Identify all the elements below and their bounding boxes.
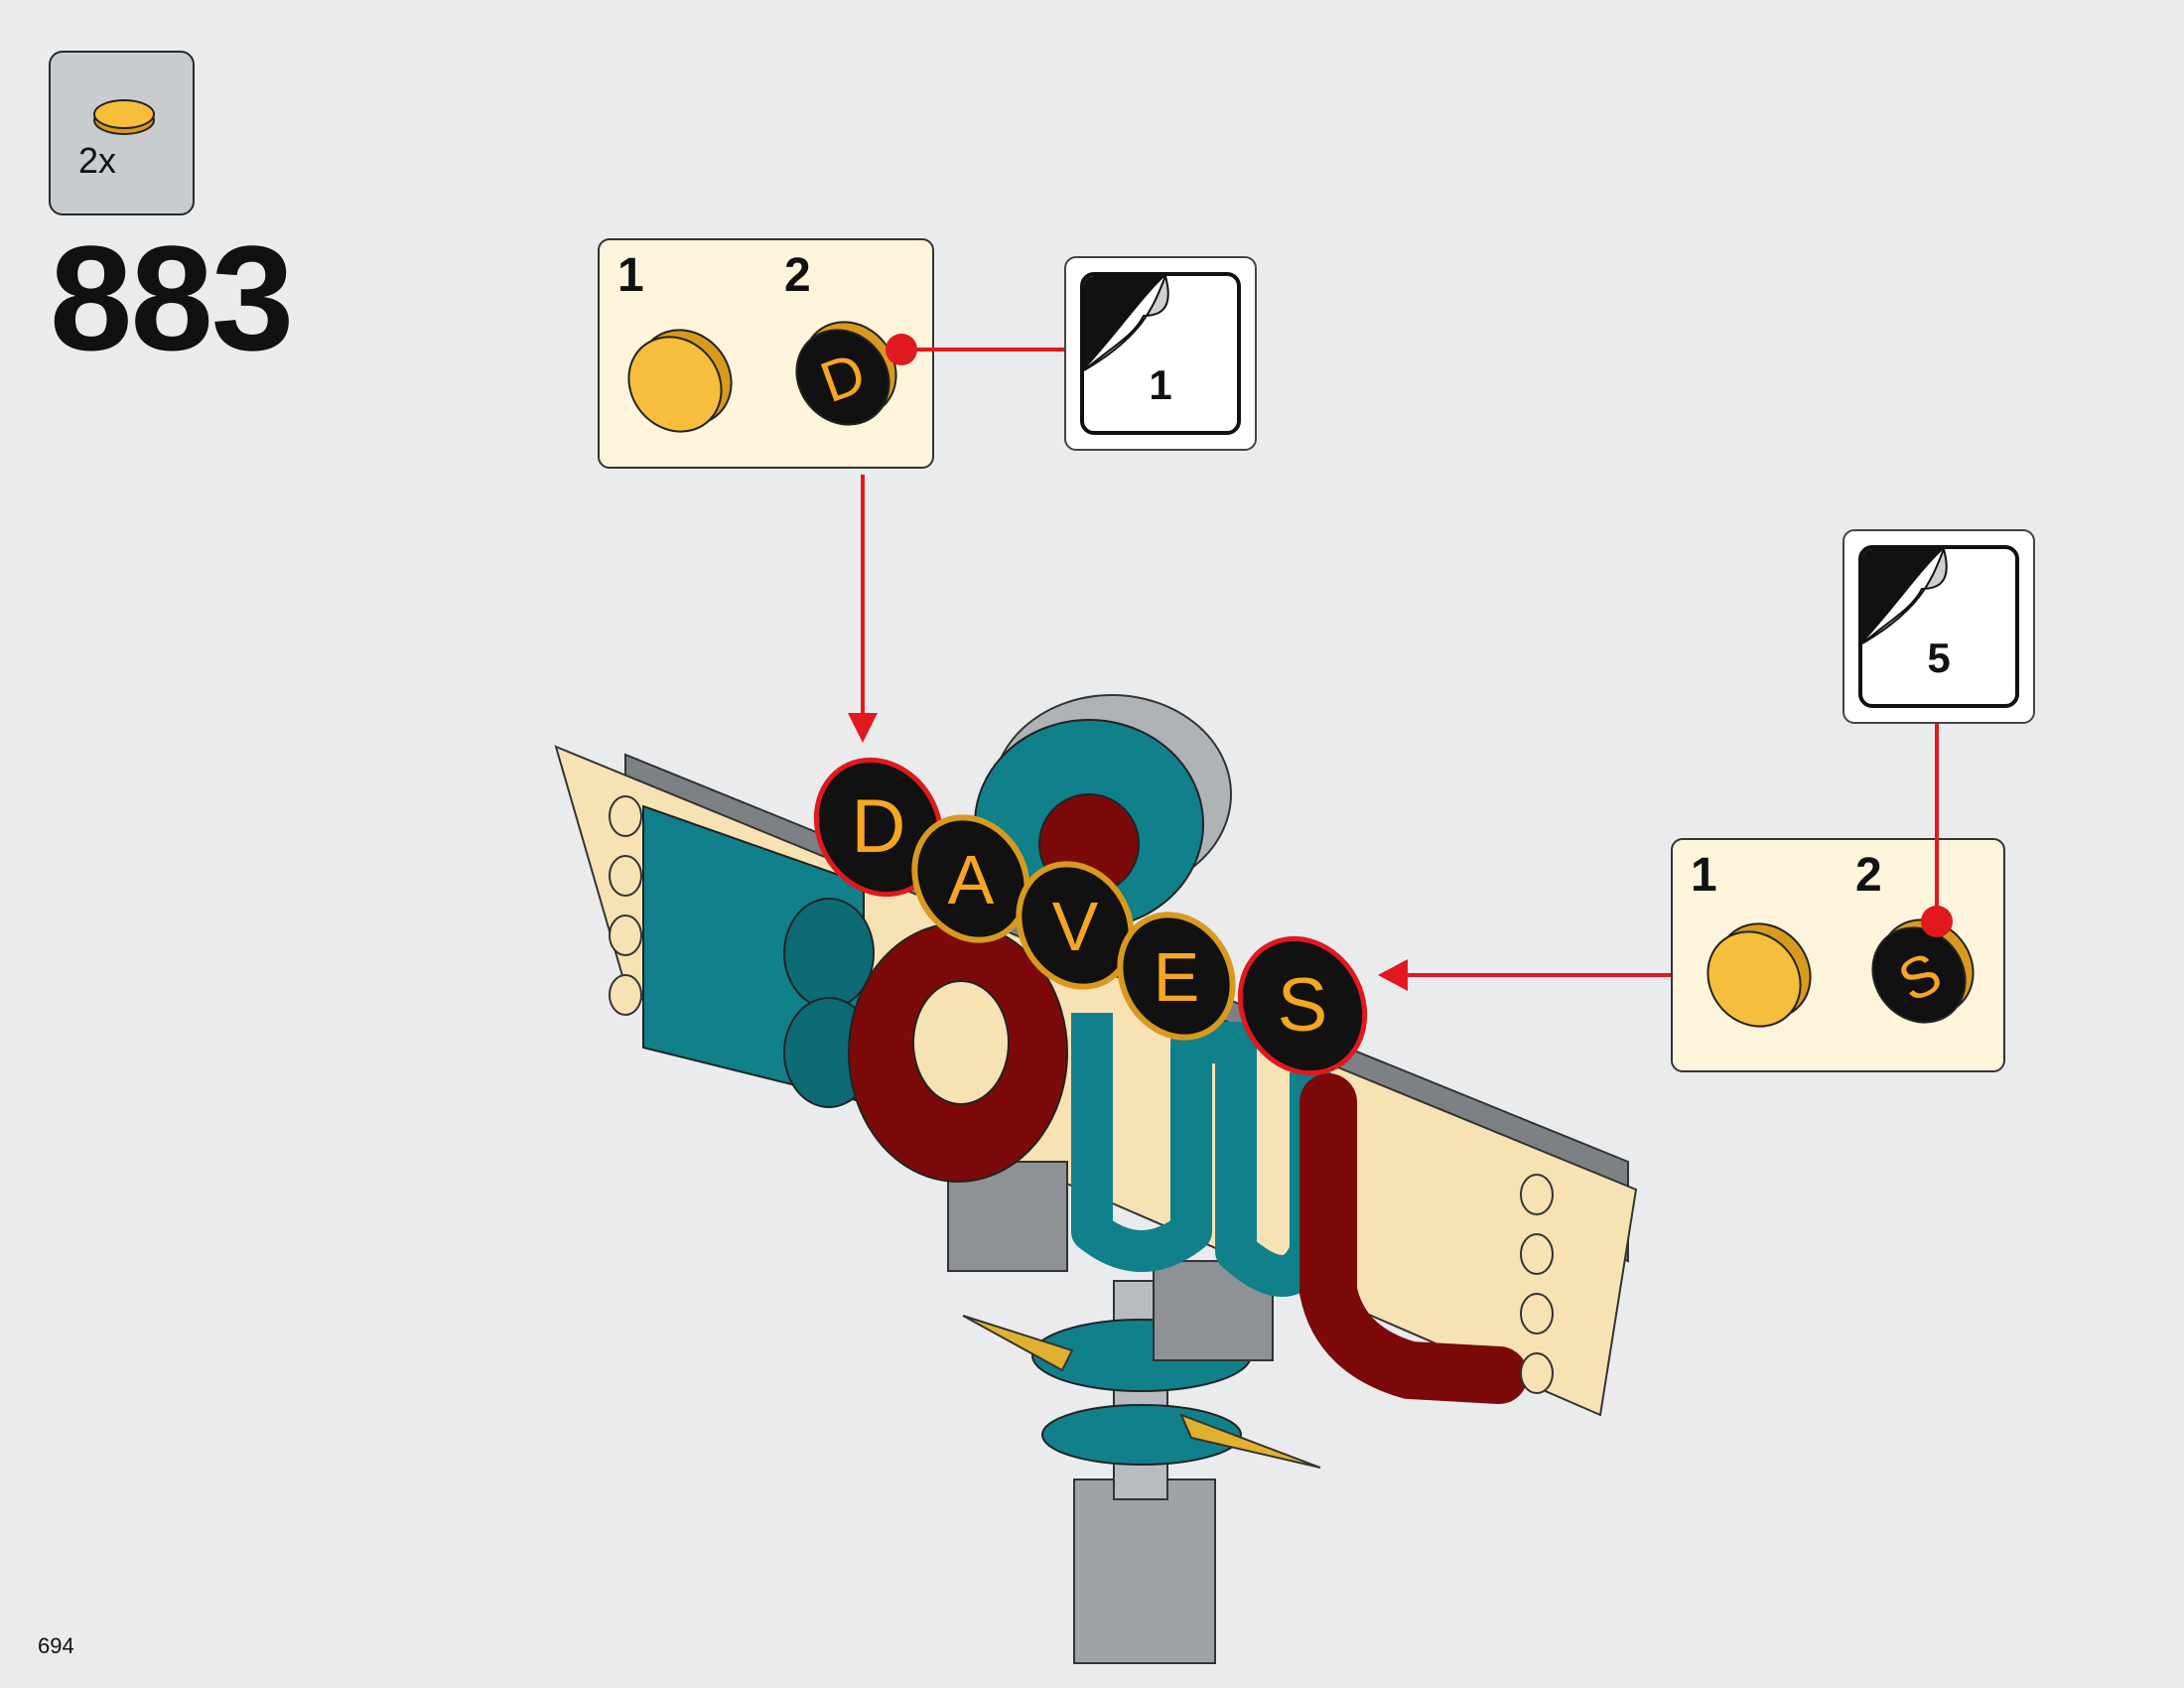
sticker-peel-icon xyxy=(1084,276,1169,371)
svg-text:E: E xyxy=(1154,938,1200,1016)
sub-step-1: 1 xyxy=(1691,849,1717,902)
plain-yellow-tile xyxy=(627,329,733,433)
panel-studs-left xyxy=(609,795,642,1016)
leader-lines xyxy=(848,334,1953,991)
letter-l-red xyxy=(1299,1073,1528,1404)
arrow-left-icon xyxy=(1378,959,1408,991)
tile-illustrations: S xyxy=(1706,918,1975,1028)
svg-text:A: A xyxy=(948,841,995,918)
tile-d: D xyxy=(813,757,944,898)
sub-step-2: 2 xyxy=(1855,849,1882,902)
part-quantity: 2x xyxy=(78,140,117,181)
panel-studs-right xyxy=(1520,1174,1554,1394)
printed-s-tile: S xyxy=(1871,918,1975,1024)
sticker-number: 1 xyxy=(1149,361,1172,408)
sign-pole xyxy=(962,1280,1321,1664)
sub-assembly-callout-right: 1 2 S xyxy=(1671,838,2005,1072)
sticker-peel-icon xyxy=(1862,549,1948,644)
sub-assembly-callout-top: 1 2 D xyxy=(598,238,934,469)
tile-v: V xyxy=(1016,861,1135,990)
tile-s: S xyxy=(1237,935,1368,1076)
arrow-down-icon xyxy=(848,713,878,743)
svg-text:V: V xyxy=(1052,888,1099,965)
printed-d-tile: D xyxy=(795,321,897,426)
round-tile-yellow-icon xyxy=(93,99,155,135)
svg-text:D: D xyxy=(852,784,906,869)
letter-w-teal xyxy=(1071,1013,1331,1297)
sticker-number: 5 xyxy=(1927,634,1951,681)
sub-step-1: 1 xyxy=(617,249,644,302)
tile-a: A xyxy=(911,814,1030,943)
parts-list: 2x xyxy=(49,51,195,215)
page-number: 694 xyxy=(38,1633,74,1658)
svg-text:S: S xyxy=(1278,963,1328,1048)
letter-o-red xyxy=(848,922,1068,1183)
sub-step-2: 2 xyxy=(784,249,811,302)
tile-e: E xyxy=(1117,912,1236,1041)
step-number: 883 xyxy=(50,214,294,381)
sticker-reference-right: 5 xyxy=(1843,529,2035,724)
tile-illustrations: D xyxy=(627,321,897,433)
daves-tiles: D A V E S xyxy=(813,757,1368,1076)
sticker-reference-top: 1 xyxy=(1064,256,1257,451)
plain-yellow-tile xyxy=(1706,922,1812,1028)
